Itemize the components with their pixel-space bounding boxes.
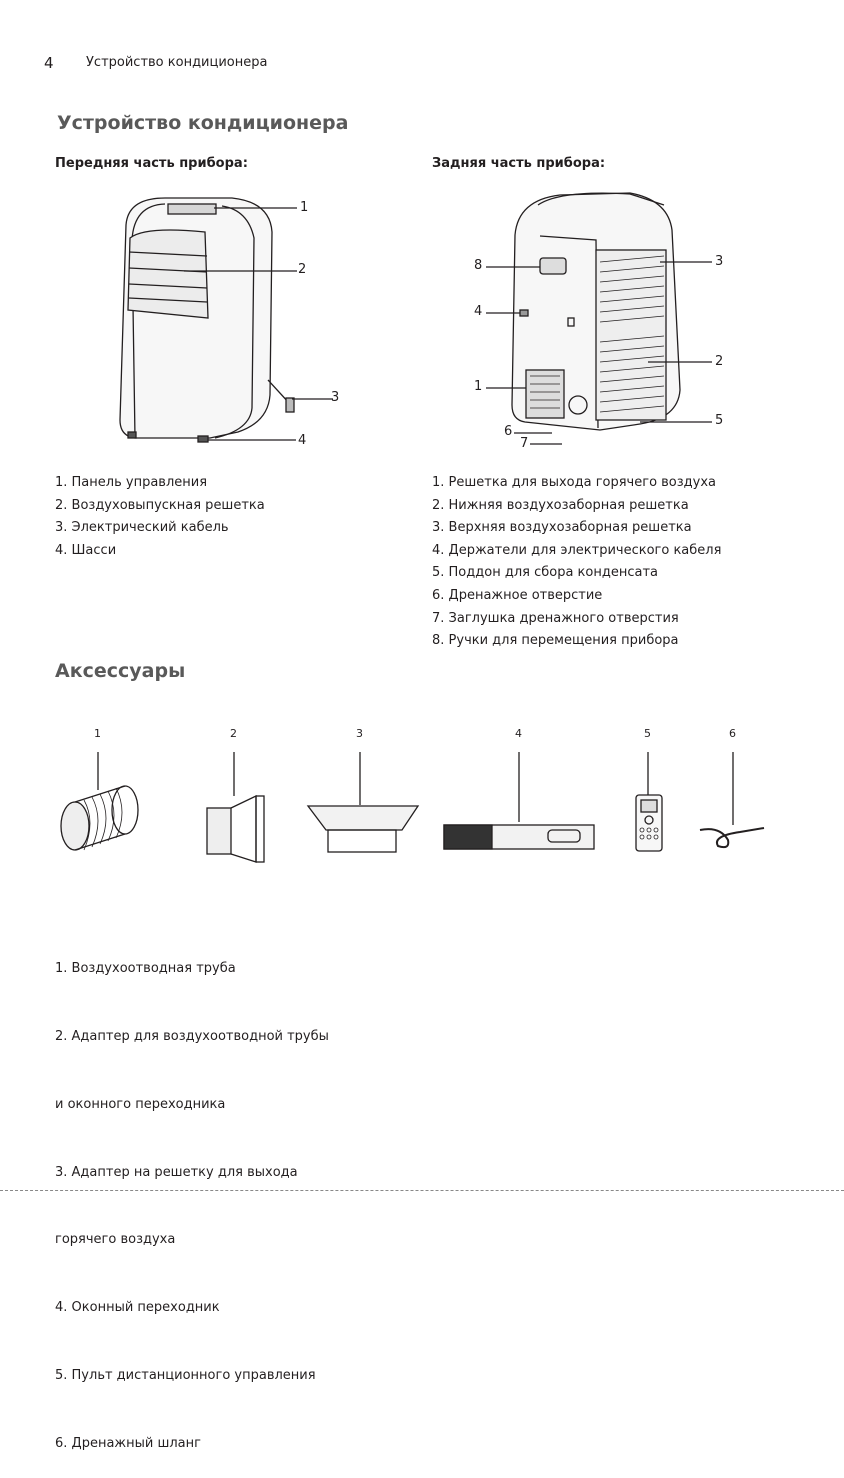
list-item: 1. Воздухоотводная труба <box>55 961 236 977</box>
accessories-illustration <box>60 752 765 863</box>
front-callout-4: 4 <box>298 433 307 448</box>
list-item: 3. Адаптер на решетку для выхода <box>55 1164 298 1180</box>
back-callout-1: 1 <box>474 379 483 394</box>
list-item: 1. Панель управления <box>55 475 208 490</box>
list-item: 3. Электрический кабель <box>55 520 229 536</box>
back-title: Задняя часть прибора: <box>432 156 606 171</box>
line-drawings <box>60 192 765 863</box>
section-title: Устройство кондиционера <box>57 112 349 134</box>
back-callout-7: 7 <box>520 436 529 451</box>
list-item: 3. Верхняя воздухозаборная решетка <box>432 520 692 536</box>
list-item: 4. Оконный переходник <box>55 1300 220 1316</box>
back-callout-5: 5 <box>715 413 724 428</box>
list-item: 4. Шасси <box>55 542 117 558</box>
front-parts-list: 1. Панель управления 2. Воздуховыпускная… <box>55 472 265 562</box>
back-callout-2: 2 <box>715 354 724 369</box>
accessory-label-3: 3 <box>356 727 363 740</box>
list-item: 4. Держатели для электрического кабеля <box>432 542 722 558</box>
front-callout-3: 3 <box>331 390 340 405</box>
list-item: 5. Пульт дистанционного управления <box>55 1367 316 1383</box>
back-unit-illustration <box>486 192 712 445</box>
front-callout-2: 2 <box>298 262 307 277</box>
list-item: 2. Воздуховыпускная решетка <box>55 497 265 513</box>
list-item: 6. Дренажный шланг <box>55 1435 201 1451</box>
accessory-label-4: 4 <box>515 727 522 740</box>
back-callout-6: 6 <box>504 424 513 439</box>
list-item: 2. Нижняя воздухозаборная решетка <box>432 497 689 513</box>
list-item: 5. Поддон для сбора конденсата <box>432 565 658 581</box>
list-item: 1. Решетка для выхода горячего воздуха <box>432 475 717 490</box>
running-header: Устройство кондиционера <box>86 55 268 70</box>
list-item: горячего воздуха <box>55 1232 176 1248</box>
back-callout-3: 3 <box>715 254 724 269</box>
accessory-label-5: 5 <box>644 727 651 740</box>
page-edge-line <box>0 1190 844 1191</box>
accessory-label-1: 1 <box>94 727 101 740</box>
list-item: 2. Адаптер для воздухоотводной трубы <box>55 1028 329 1044</box>
page-number: 4 <box>44 54 54 72</box>
front-unit-illustration <box>119 197 333 443</box>
list-item: 7. Заглушка дренажного отверстия <box>432 610 679 626</box>
list-item: 8. Ручки для перемещения прибора <box>432 633 679 649</box>
back-parts-list: 1. Решетка для выхода горячего воздуха 2… <box>432 472 721 653</box>
accessory-label-6: 6 <box>729 727 736 740</box>
accessories-title: Аксессуары <box>55 660 186 682</box>
list-item: и оконного переходника <box>55 1096 226 1112</box>
back-callout-8: 8 <box>474 258 483 273</box>
accessory-label-2: 2 <box>230 727 237 740</box>
accessories-list: 1. Воздухоотводная труба 2. Адаптер для … <box>55 913 329 1478</box>
back-callout-4: 4 <box>474 304 483 319</box>
front-callout-1: 1 <box>300 200 309 215</box>
list-item: 6. Дренажное отверстие <box>432 587 603 603</box>
front-title: Передняя часть прибора: <box>55 156 248 171</box>
